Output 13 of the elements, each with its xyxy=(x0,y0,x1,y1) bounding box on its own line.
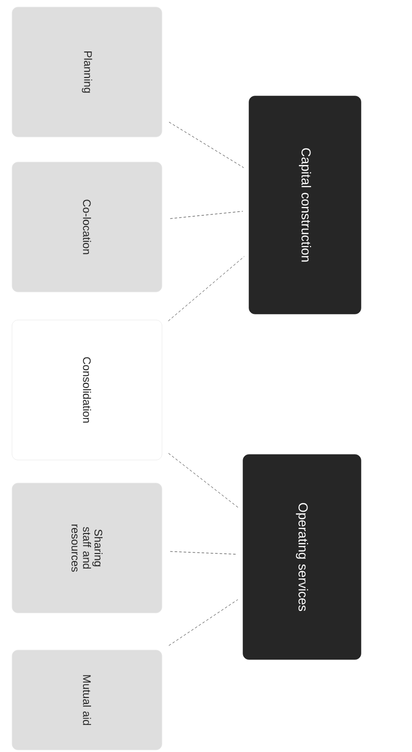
practice-box: Planning xyxy=(12,6,162,138)
connector-line xyxy=(170,551,238,555)
connector-line xyxy=(168,453,238,508)
connector-line xyxy=(168,256,244,322)
connector-line xyxy=(170,211,244,219)
connector-line xyxy=(168,599,238,646)
practice-box: Sharing staff and resources xyxy=(12,482,162,614)
connector-line xyxy=(168,122,244,168)
practice-box: Co-location xyxy=(12,162,162,292)
category-box: Capital construction xyxy=(248,96,362,314)
practice-box: Mutual aid xyxy=(12,650,162,750)
practice-box: Consolidation xyxy=(12,320,162,460)
category-box: Operating services xyxy=(242,454,362,660)
